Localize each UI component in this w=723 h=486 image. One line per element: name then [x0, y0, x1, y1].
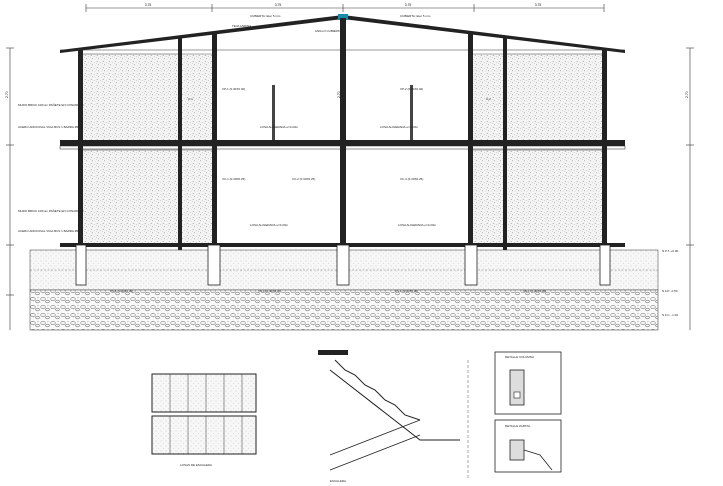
beam-label-vs1-c: VS-1 (0.30X0.30)	[395, 289, 418, 293]
beam-label-vp2: VP-2 (0.30X0.40)	[400, 87, 423, 91]
detail1-title: DETALLE COLUMNA	[505, 355, 534, 359]
detail2-title: DETALLE ZAPATA	[505, 424, 530, 428]
wall-panels	[79, 53, 606, 245]
slab-label-lower: LOSA ALIGERADA e=0.20m	[250, 223, 289, 227]
beam-label-vs1-b: VS-1 (0.30X0.30)	[258, 289, 281, 293]
roof-tile-label: TEJA ANDINA	[232, 24, 251, 28]
dim-top-2: 3.75	[275, 3, 282, 7]
beam-label-vc1: VC-1 (0.30X0.25)	[222, 177, 245, 181]
dim-height-left: 2.70	[5, 91, 9, 98]
ridge-label: ANILLO CUBIERTA	[315, 29, 341, 33]
plan-title: LOSAS DE ESCALERA	[180, 463, 212, 467]
slab-label-upper: LOSA ALIGERADA e=0.20m	[260, 125, 299, 129]
steel-label-left-upper: ACERO ADICIONAL VIGA BCS 1 BARRA Ø1/2"	[18, 125, 82, 129]
detail-plan: LOSAS DE ESCALERA	[151, 373, 257, 467]
top-dimension-line: 3.75 3.75 3.75 3.75	[85, 3, 605, 12]
detail-boxes: DETALLE COLUMNA DETALLE ZAPATA	[494, 351, 562, 473]
level-n3: N.F.C. -1.00	[662, 313, 678, 317]
beam-label-vs1-d: VS-1 (0.30X0.30)	[523, 289, 546, 293]
side-dimensions: 2.70 2.70 2.70	[5, 47, 694, 330]
dim-height-right: 2.70	[685, 91, 689, 98]
beam-label-vc2: VC-2 (0.30X0.25)	[292, 177, 315, 181]
wall-label-left-lower: MURO BRICK 100mm PAÑETE EN CONCRETO	[18, 208, 84, 213]
level-n1: N.P.T. +0.00	[662, 249, 679, 253]
ridge-connector	[338, 14, 348, 20]
steel-label-left-lower: ACERO ADICIONAL VIGA BCS 1 BARRA Ø1/2"	[18, 229, 82, 233]
dim-top-4: 3.75	[535, 3, 542, 7]
roof-cover-label: CUBIERTA: Eter 5 mm	[250, 14, 281, 18]
dim-top-3: 3.75	[405, 3, 412, 7]
roof-cover-label-right: CUBIERTA: Eter 5 mm	[400, 14, 431, 18]
wall-label-left-upper: MURO BRICK 100mm PAÑETE EN CONCRETO	[18, 102, 84, 107]
beam-label-vc3: VC-3 (0.30X0.25)	[400, 177, 423, 181]
column-label-c1: C-1	[188, 97, 193, 101]
columns	[78, 18, 607, 250]
slab-label-upper-right: LOSA ALIGERADA e=0.20m	[380, 125, 419, 129]
slab-label-lower-right: LOSA ALIGERADA e=0.20m	[398, 223, 437, 227]
beam-label-vs1: VS-1 (0.30X0.30)	[110, 289, 133, 293]
beam-label-vp1: VP-1 (0.30X0.40)	[222, 87, 245, 91]
roof-tile-label-right: TEJA ANDINA	[410, 24, 429, 28]
detail-stair: ESCALERA	[318, 350, 469, 483]
stair-title: ESCALERA	[330, 479, 346, 483]
dim-height-mid: 2.70	[337, 91, 341, 98]
foundation: VS-1 (0.30X0.30) VS-1 (0.30X0.30) VS-1 (…	[29, 244, 679, 331]
dim-top-1: 3.75	[145, 3, 152, 7]
level-n2: N.F.P. -0.50	[662, 289, 678, 293]
column-label-c2: C-2	[486, 97, 491, 101]
